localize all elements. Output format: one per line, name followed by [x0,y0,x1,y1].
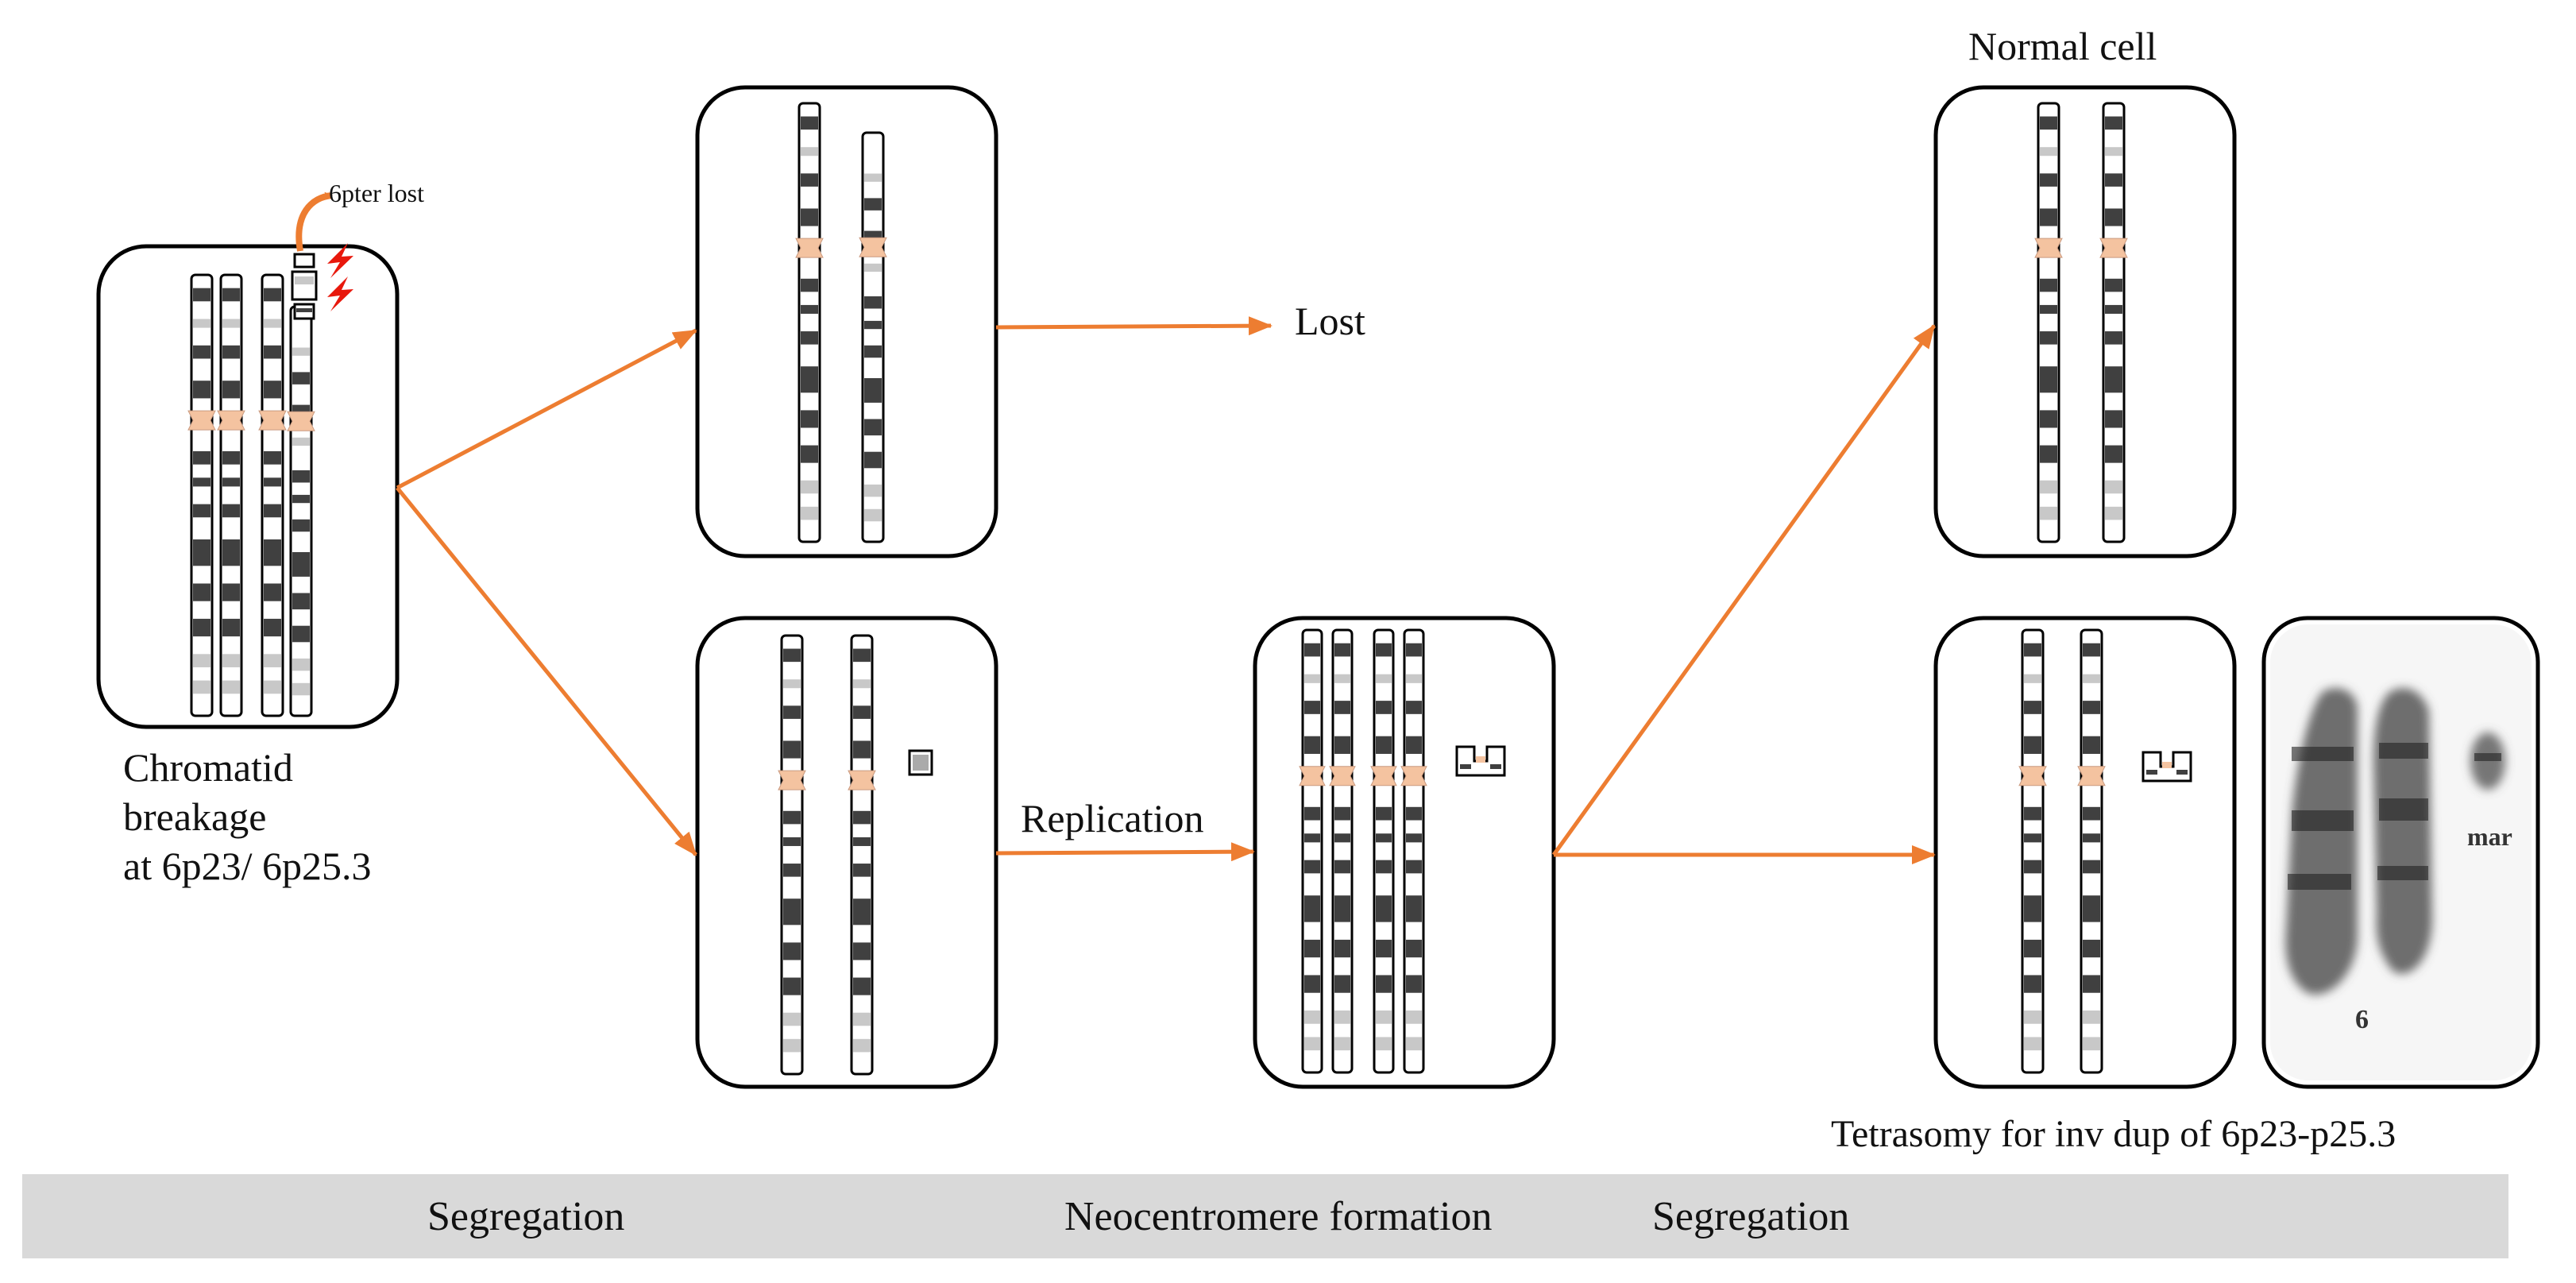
tetrasomy-chromosome-1 [2018,628,2047,1074]
label-chromatid-breakage: Chromatid breakage at 6p23/ 6p25.3 [123,745,372,888]
chromosome-bottom-normal [778,634,806,1076]
replicated-chromatid-2b [1400,628,1427,1074]
chromosome-top-deleted [859,131,887,543]
fragment-6pter-top [293,253,315,269]
replicated-chromatid-1b [1329,628,1356,1074]
step-bar: Segregation Neocentromere formation Segr… [22,1174,2508,1258]
karyotype-photo [2270,624,2532,1080]
label-6pter-lost: 6pter lost [329,179,424,207]
arrow-replication [995,842,1255,862]
label-photo-chromosome-6: 6 [2355,1005,2369,1034]
chromatid-2a [258,273,287,717]
arrow-to-normal [1551,324,1937,856]
chromosome-layer [187,102,2128,1076]
cell-box-initial [96,244,400,729]
label-normal-cell: Normal cell [1968,24,2157,68]
step-segregation-1: Segregation [427,1194,625,1239]
label-replication: Replication [1021,796,1204,841]
step-segregation-2: Segregation [1652,1194,1850,1239]
tetrasomy-chromosome-2 [2077,628,2106,1074]
fragment-6pter-lower-band [296,308,312,312]
arrow-initial-to-top [396,328,697,490]
chromatid-1b [217,273,245,717]
cell-box-segregation-bottom [695,616,998,1089]
label-photo-marker: mar [2467,822,2512,851]
inv-dup-marker-tetrasomy [2142,751,2192,783]
normal-cell-chromosome-1 [2034,102,2063,543]
cell-box-normal [1933,85,2237,558]
step-neocentromere-formation: Neocentromere formation [1064,1194,1493,1239]
chromatid-1a [187,273,216,717]
inv-dup-marker-replicated [1455,745,1506,777]
chromatid-2b-broken [287,305,315,717]
chromosome-bottom-deleted [848,634,876,1076]
label-lost: Lost [1295,299,1365,343]
pter-lost-arrow [295,191,333,252]
replicated-chromatid-2a [1370,628,1397,1074]
arrow-initial-to-bottom [396,486,697,856]
marker-fragment-single-band [913,755,929,771]
label-tetrasomy: Tetrasomy for inv dup of 6p23-p25.3 [1831,1113,2396,1155]
normal-cell-chromosome-2 [2099,102,2128,543]
lightning-icon [327,243,353,278]
arrow-to-lost [995,316,1273,336]
cell-box-segregation-top [695,85,998,558]
fragment-6pter-mid [291,270,318,301]
lightning-icon [327,276,353,311]
fragment-6pter-mid-band [295,276,314,284]
replicated-chromatid-1a [1299,628,1326,1074]
chromosome-top-normal [795,102,824,543]
